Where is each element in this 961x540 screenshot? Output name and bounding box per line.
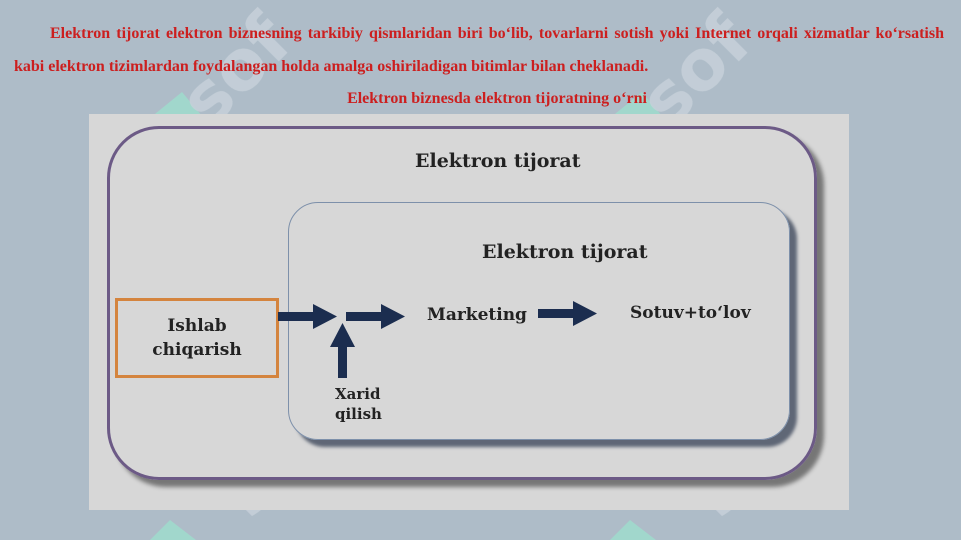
inner-box-title: Elektron tijorat	[482, 241, 648, 263]
diagram-figure: Elektron tijorat Elektron tijorat Ishlab…	[89, 114, 849, 510]
arrow-purchase-up-icon	[330, 323, 355, 378]
arrow-marketing-to-sale-icon	[538, 301, 597, 326]
figure-caption: Elektron biznesda elektron tijoratning o…	[347, 90, 647, 107]
intro-paragraph: Elektron tijorat elektron biznesning tar…	[14, 25, 944, 75]
arrow-junction-to-marketing-icon	[346, 304, 405, 329]
production-label-line2: chiqarish	[152, 340, 242, 360]
flow-arrows	[278, 301, 597, 378]
outer-box-title: Elektron tijorat	[415, 150, 581, 172]
production-label-line1: Ishlab	[167, 316, 227, 336]
sale-payment-label: Sotuv+to‘lov	[630, 303, 751, 323]
outer-ecommerce-box	[107, 126, 817, 480]
purchase-label-line2: qilish	[335, 405, 382, 423]
production-box: Ishlab chiqarish	[115, 298, 279, 378]
purchase-label-line1: Xarid	[335, 385, 381, 403]
arrow-production-to-junction-icon	[278, 304, 337, 329]
purchase-label: Xarid qilish	[335, 384, 395, 424]
marketing-label: Marketing	[427, 305, 527, 325]
